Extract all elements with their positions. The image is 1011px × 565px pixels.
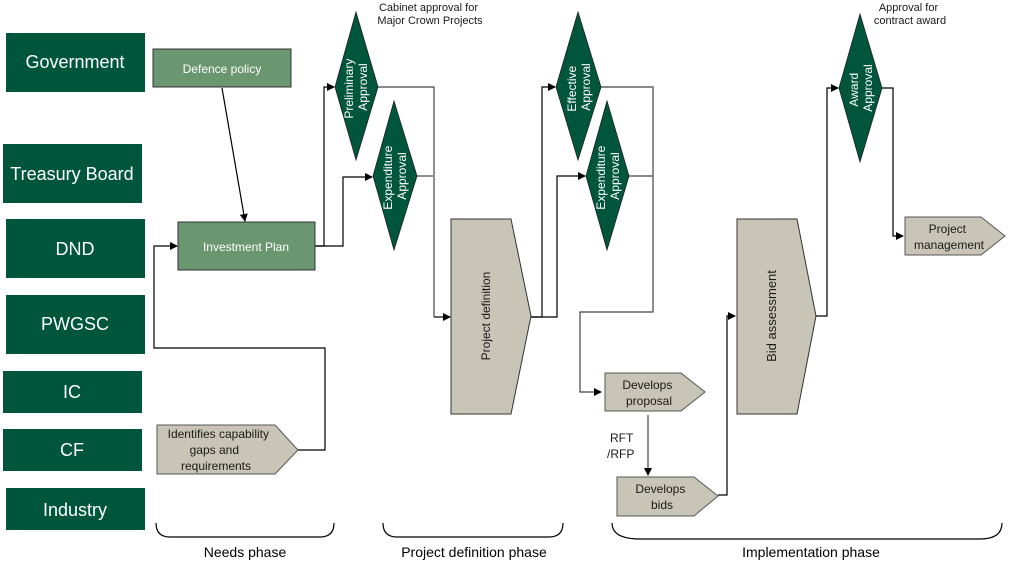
- decision-preliminary-approval[interactable]: Preliminary Approval: [334, 10, 379, 162]
- actor-box: [6, 488, 145, 530]
- actor-box: [3, 429, 142, 471]
- node-label: Develops bids: [635, 482, 688, 512]
- connector-investment-to-expenditure1: [315, 173, 373, 247]
- note-award-approval: Approval for contract award: [874, 2, 946, 27]
- phase-brace: [155, 522, 335, 538]
- actor-box: [6, 295, 145, 354]
- node-label: Bid assessment: [764, 270, 779, 362]
- connector-effective-to-proposal: [579, 86, 654, 396]
- actor-government: Government: [6, 33, 145, 92]
- phase-implementation: Implementation phase: [611, 522, 1003, 560]
- decision-effective-approval[interactable]: Effective Approval: [555, 10, 602, 162]
- actor-label: Treasury Board: [10, 164, 133, 184]
- actor-treasury-board: Treasury Board: [3, 144, 142, 203]
- node-label: Investment Plan: [203, 240, 289, 254]
- note-rft-rfp: RFT /RFP: [607, 431, 636, 461]
- node-develops-proposal[interactable]: Develops proposal: [604, 372, 706, 412]
- actor-box: [6, 219, 145, 278]
- phase-label: Implementation phase: [742, 544, 880, 560]
- node-project-management[interactable]: Project management: [904, 216, 1006, 256]
- decision-expenditure-approval-2[interactable]: Expenditure Approval: [585, 99, 630, 252]
- actor-label: IC: [63, 382, 81, 402]
- phase-label: Project definition phase: [401, 544, 547, 560]
- connector-bids-to-assessment: [718, 312, 736, 496]
- actor-box: [3, 371, 142, 413]
- connector-projdef-to-expenditure2: [531, 172, 586, 318]
- actor-label: CF: [60, 440, 84, 460]
- actor-cf: CF: [3, 429, 142, 471]
- connector-projdef-to-effective: [531, 83, 556, 318]
- actor-box: [3, 144, 142, 203]
- actor-label: DND: [56, 239, 95, 259]
- node-label: Effective Approval: [565, 62, 593, 111]
- node-bid-assessment[interactable]: Bid assessment: [736, 218, 817, 415]
- phase-label: Needs phase: [204, 544, 287, 560]
- node-project-definition[interactable]: Project definition: [450, 218, 532, 415]
- phase-brace: [382, 522, 564, 538]
- phase-project-definition: Project definition phase: [382, 522, 564, 560]
- node-develops-bids[interactable]: Develops bids: [616, 476, 719, 517]
- node-investment-plan[interactable]: Investment Plan: [177, 221, 316, 271]
- node-label: Expenditure Approval: [594, 142, 622, 209]
- node-defence-policy[interactable]: Defence policy: [152, 48, 292, 88]
- actor-pwgsc: PWGSC: [6, 295, 145, 354]
- actor-label: Industry: [43, 500, 107, 520]
- node-identifies-gaps[interactable]: Identifies capability gaps and requireme…: [156, 424, 299, 475]
- note-cabinet-approval: Cabinet approval for Major Crown Project…: [377, 2, 483, 27]
- phase-needs: Needs phase: [155, 522, 335, 560]
- connectors: [153, 83, 904, 496]
- phase-brace: [611, 522, 1003, 540]
- node-label: Project definition: [479, 272, 493, 361]
- node-label: Identifies capability gaps and requireme…: [168, 427, 273, 473]
- decision-award-approval[interactable]: Award Approval: [838, 12, 883, 164]
- node-label: Defence policy: [183, 62, 262, 76]
- connector-preliminary-to-projdef: [378, 86, 435, 317]
- actor-ic: IC: [3, 371, 142, 413]
- actor-industry: Industry: [6, 488, 145, 530]
- node-label: Project management: [914, 222, 985, 252]
- actor-box: [6, 33, 145, 92]
- connector-investment-to-preliminary: [315, 83, 335, 247]
- connector-award-to-projmgmt: [882, 87, 904, 240]
- decision-expenditure-approval-1[interactable]: Expenditure Approval: [372, 99, 418, 252]
- node-label: Expenditure Approval: [381, 142, 409, 209]
- actor-label: Government: [25, 52, 124, 72]
- node-label: Develops proposal: [622, 378, 675, 408]
- node-label: Award Approval: [847, 64, 875, 111]
- connector-assessment-to-award: [816, 84, 839, 317]
- connector-gaps-to-investment: [153, 242, 326, 451]
- node-label: Preliminary Approval: [342, 55, 370, 118]
- actor-label: PWGSC: [41, 314, 109, 334]
- connector-defence-to-investment: [221, 87, 248, 222]
- actor-dnd: DND: [6, 219, 145, 278]
